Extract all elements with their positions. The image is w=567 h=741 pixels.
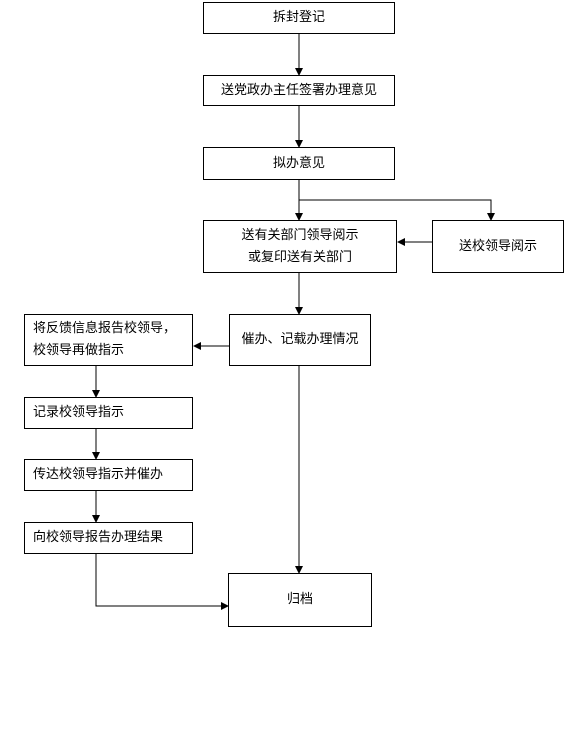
node-label: 拟办意见 — [272, 155, 325, 171]
node-label: 送党政办主任签署办理意见 — [220, 82, 377, 98]
node-label: 送有关部门领导阅示 或复印送有关部门 — [241, 227, 359, 265]
node-label: 传达校领导指示并催办 — [33, 467, 164, 482]
node-send-school-leaders: 送校领导阅示 — [432, 220, 564, 273]
arrow-draft-to-school-leaders — [299, 199, 495, 221]
node-send-depts: 送有关部门领导阅示 或复印送有关部门 — [203, 220, 397, 273]
node-label: 向校领导报告办理结果 — [33, 530, 164, 545]
arrow-report-to-archive — [95, 554, 229, 610]
node-label: 将反馈信息报告校领导， 校领导再做指示 — [33, 321, 177, 358]
node-feedback-report: 将反馈信息报告校领导， 校领导再做指示 — [24, 314, 193, 366]
node-unseal-register: 拆封登记 — [203, 2, 395, 34]
node-report-result: 向校领导报告办理结果 — [24, 522, 193, 554]
node-label: 拆封登记 — [272, 10, 325, 25]
node-label: 送校领导阅示 — [458, 238, 537, 254]
node-label: 催办、记载办理情况 — [241, 332, 359, 347]
node-draft-opinion: 拟办意见 — [203, 147, 395, 180]
node-relay-instructions: 传达校领导指示并催办 — [24, 459, 193, 491]
node-archive: 归档 — [228, 573, 372, 627]
node-label: 记录校领导指示 — [33, 405, 125, 420]
node-record-instructions: 记录校领导指示 — [24, 397, 193, 429]
node-urge-record: 催办、记载办理情况 — [229, 314, 371, 366]
node-label: 归档 — [286, 592, 313, 607]
node-send-party-office: 送党政办主任签署办理意见 — [203, 75, 395, 106]
